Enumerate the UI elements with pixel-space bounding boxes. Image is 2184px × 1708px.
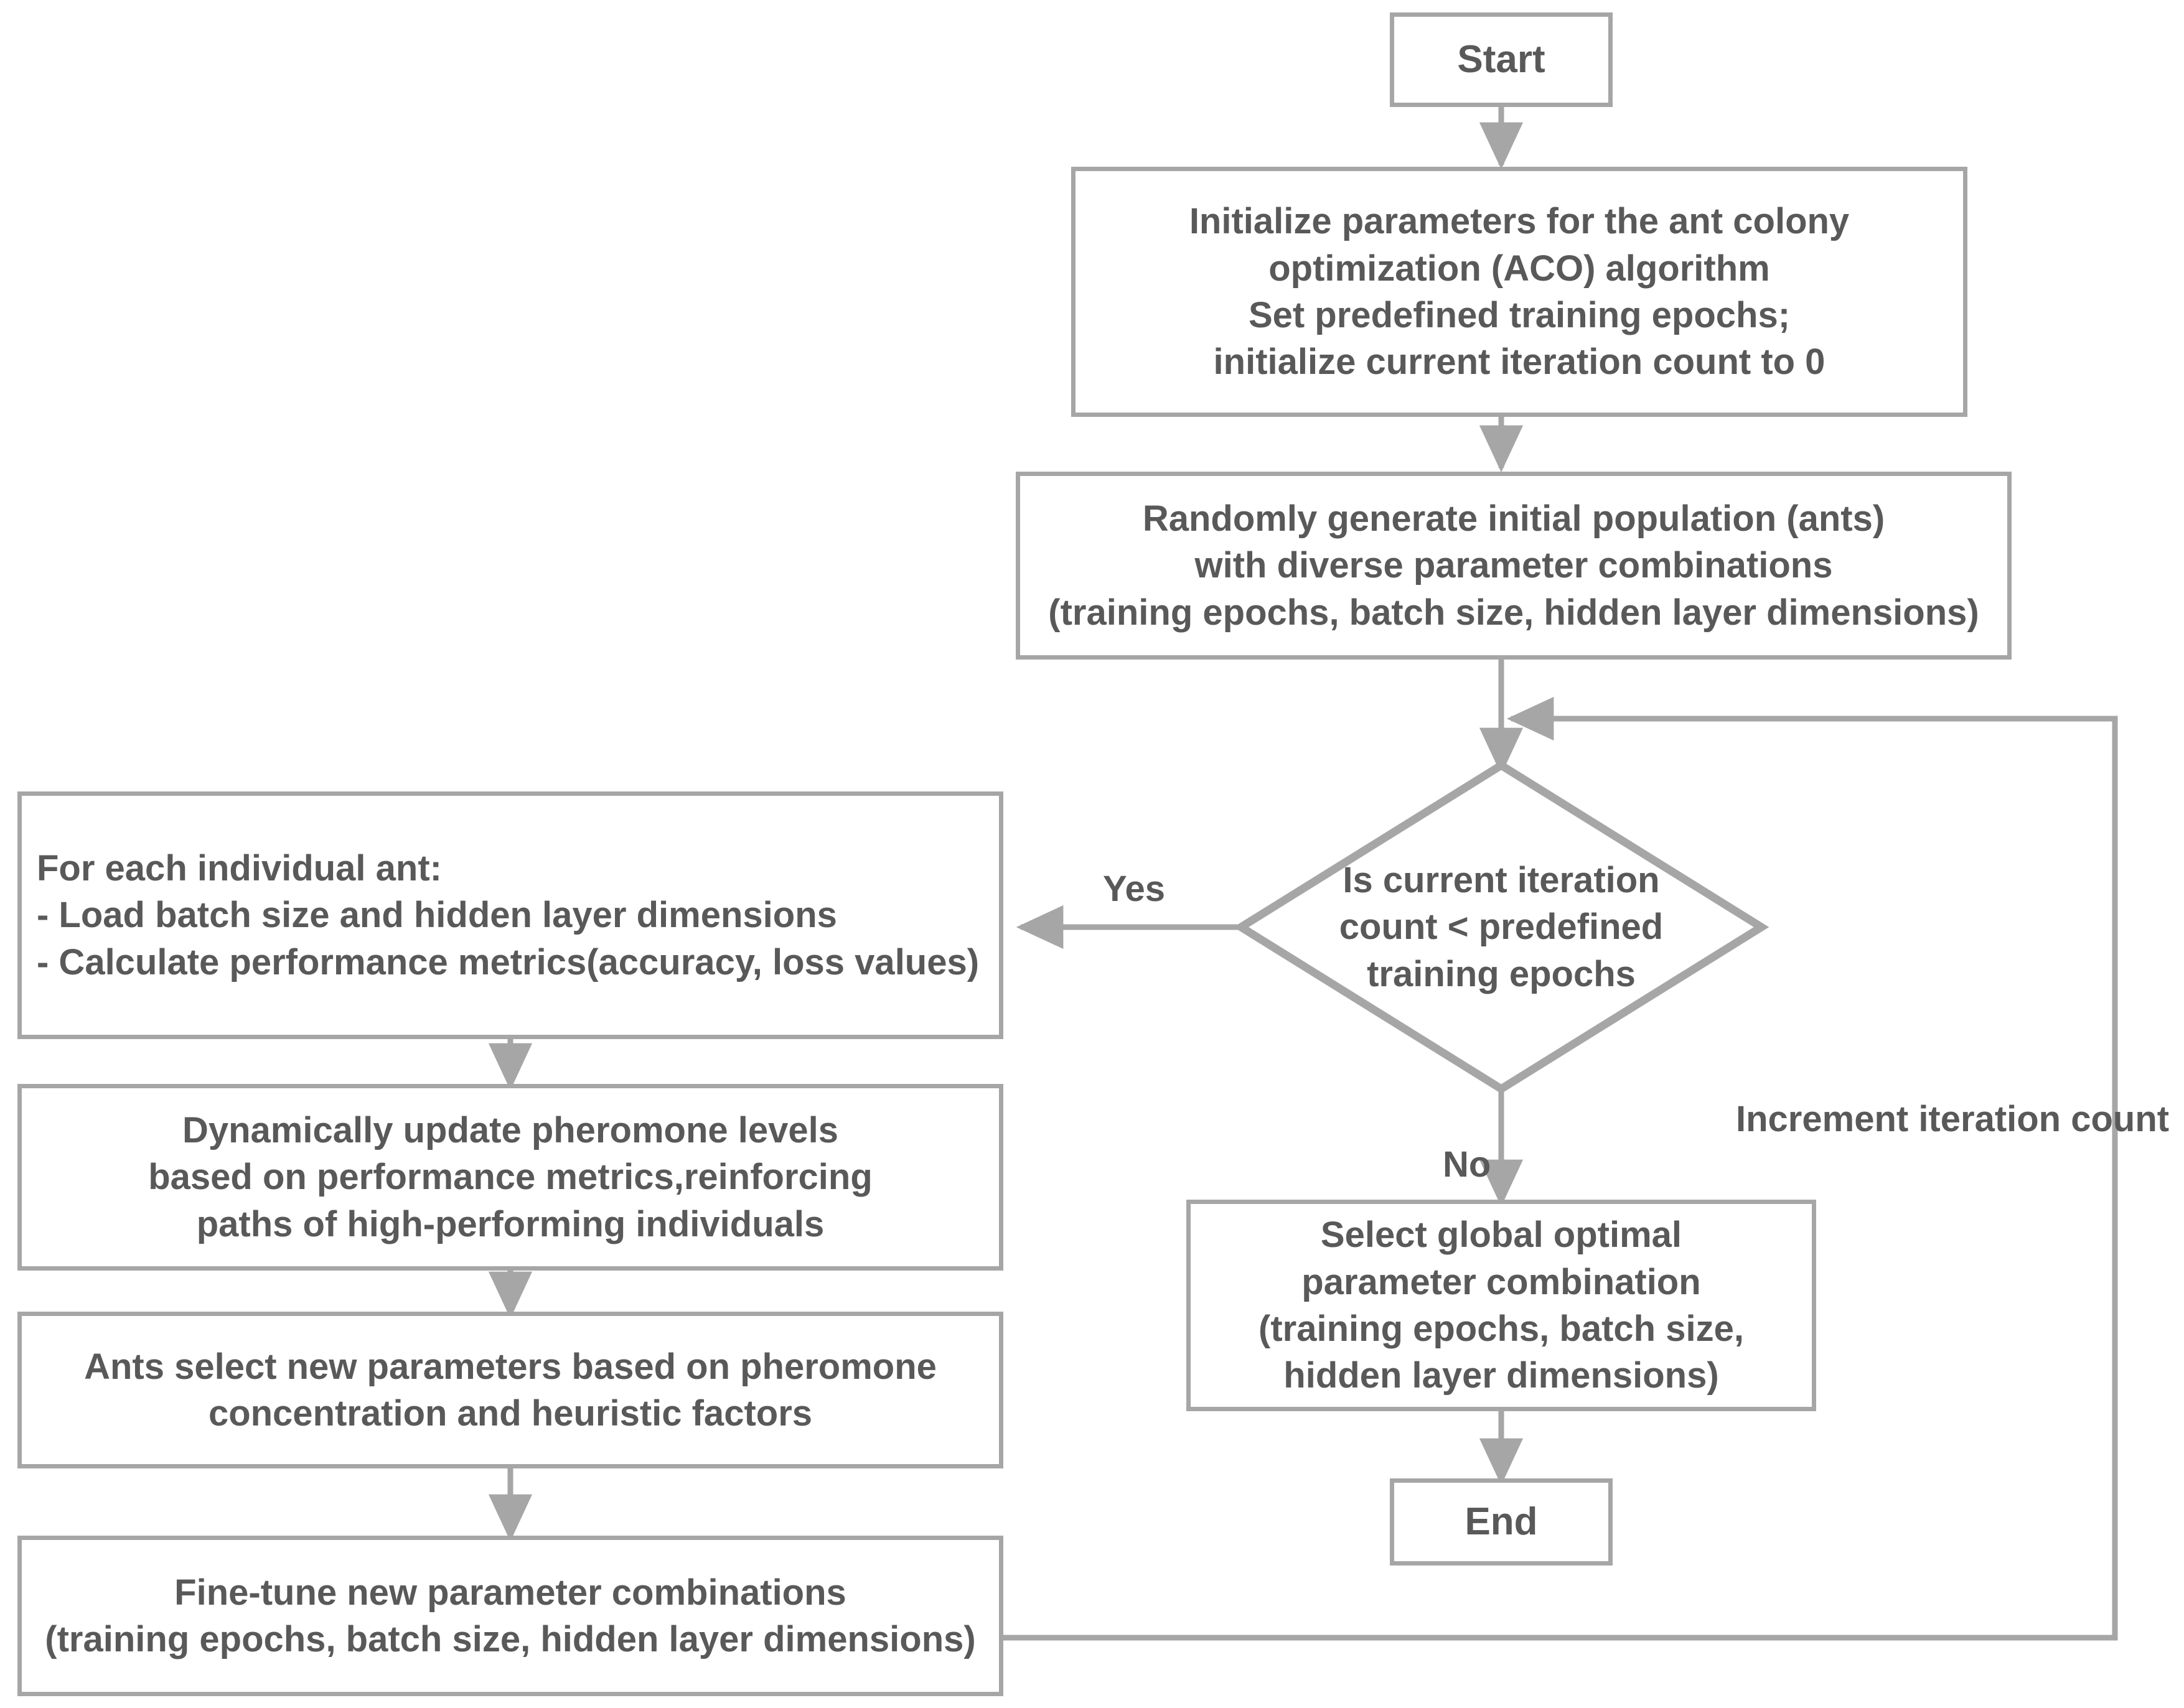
node-select-global-optimal[interactable]: Select global optimal parameter combinat…: [1186, 1200, 1816, 1411]
edge-label-no: No: [1443, 1144, 1491, 1185]
edge-label-yes: Yes: [1103, 869, 1165, 909]
node-start[interactable]: Start: [1390, 12, 1613, 107]
node-fine-tune-parameters[interactable]: Fine-tune new parameter combinations (tr…: [17, 1536, 1003, 1696]
edge-label-increment-iteration-count: Increment iteration count: [1736, 1099, 2170, 1139]
node-initialize-parameters[interactable]: Initialize parameters for the ant colony…: [1071, 167, 1967, 417]
node-update-pheromone[interactable]: Dynamically update pheromone levels base…: [17, 1084, 1003, 1271]
node-ants-select-new-parameters[interactable]: Ants select new parameters based on pher…: [17, 1312, 1003, 1468]
node-decision-iteration-check[interactable]: Is current iteration count < predefined …: [1339, 859, 1664, 994]
node-generate-initial-population[interactable]: Randomly generate initial population (an…: [1016, 472, 2012, 660]
node-for-each-ant[interactable]: For each individual ant: - Load batch si…: [17, 791, 1003, 1039]
node-end[interactable]: End: [1390, 1478, 1613, 1566]
